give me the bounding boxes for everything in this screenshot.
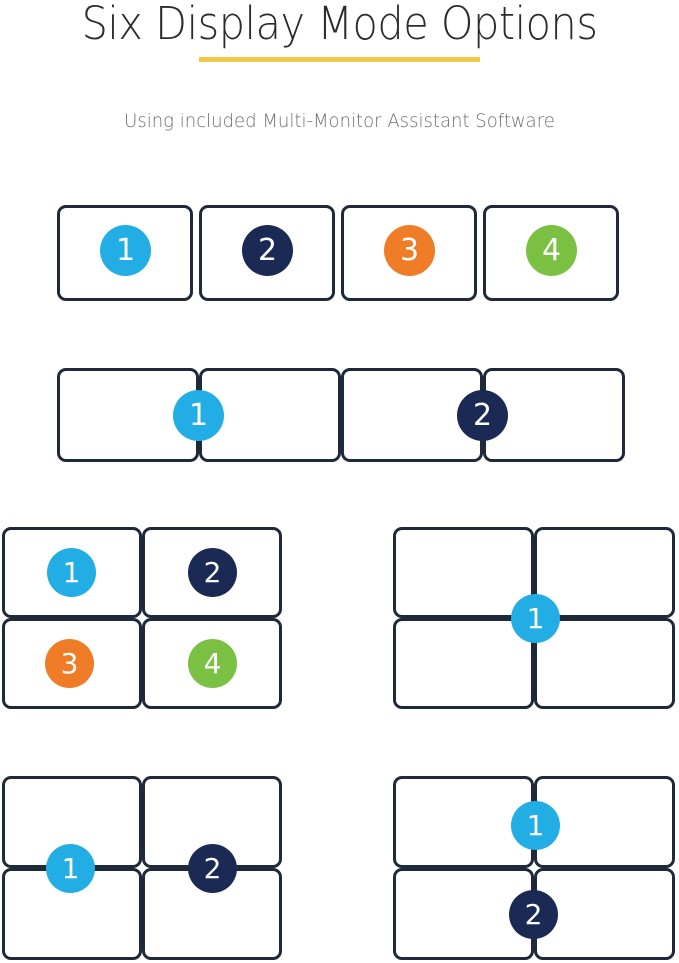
display-badge: 3 xyxy=(384,225,435,276)
display-badge: 2 xyxy=(509,890,558,939)
display-badge: 1 xyxy=(511,594,560,643)
display-badge: 3 xyxy=(45,639,94,688)
title-underline-accent xyxy=(199,57,480,62)
monitor xyxy=(393,527,534,618)
display-badge: 1 xyxy=(173,390,224,441)
display-badge: 2 xyxy=(242,225,293,276)
monitor xyxy=(393,618,534,709)
monitor xyxy=(393,776,534,868)
page-subtitle: Using included Multi-Monitor Assistant S… xyxy=(124,110,555,132)
monitor xyxy=(534,527,675,618)
monitor xyxy=(534,618,675,709)
display-badge: 1 xyxy=(511,801,560,850)
display-badge: 2 xyxy=(188,844,237,893)
display-badge: 4 xyxy=(188,639,237,688)
display-badge: 1 xyxy=(100,225,151,276)
monitor xyxy=(199,205,335,301)
page-title: Six Display Mode Options xyxy=(81,0,598,50)
display-badge: 4 xyxy=(526,225,577,276)
display-badge: 1 xyxy=(46,844,95,893)
display-badge: 2 xyxy=(457,390,508,441)
display-badge: 1 xyxy=(47,548,96,597)
display-badge: 2 xyxy=(188,548,237,597)
